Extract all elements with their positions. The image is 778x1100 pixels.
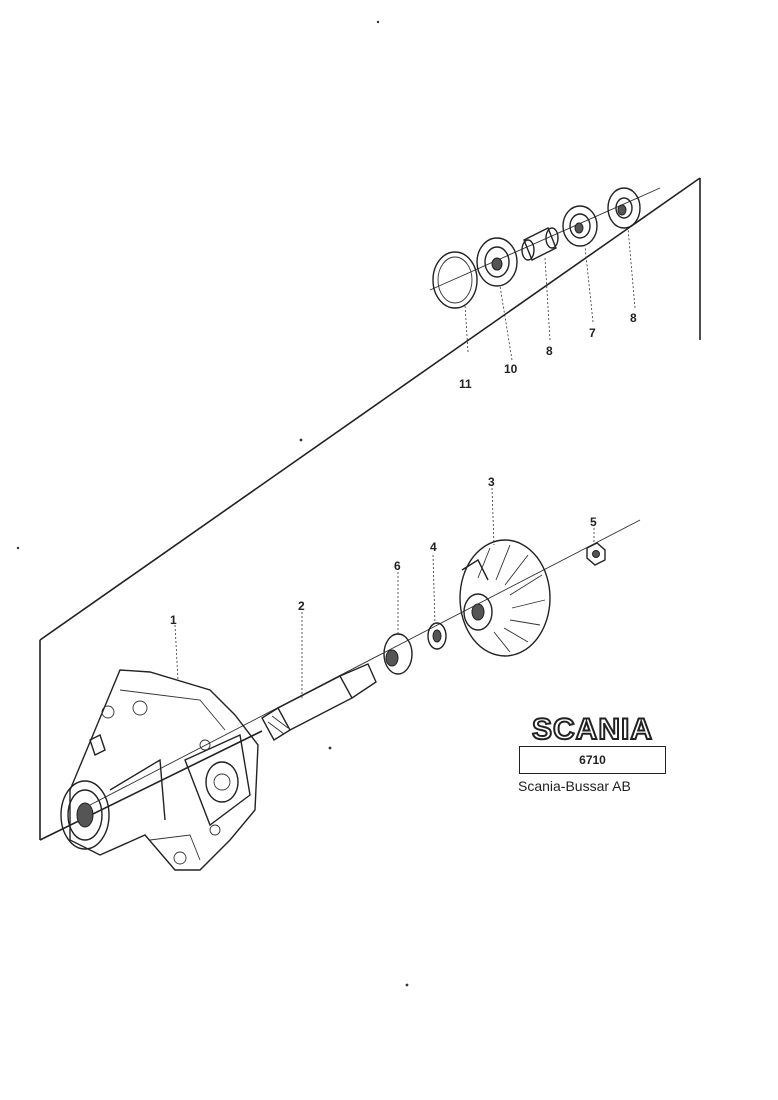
outer-bearing: [476, 237, 518, 287]
impeller: [459, 539, 551, 657]
leader-lines: [174, 227, 636, 700]
speck: [405, 983, 409, 987]
callout-5: 5: [590, 515, 597, 529]
assembly-frame: [39, 177, 701, 841]
pump-shaft: [261, 663, 377, 741]
callout-11: 11: [459, 377, 472, 391]
spacer-sleeve: [521, 227, 559, 261]
assembly-axis: [89, 519, 641, 806]
company-name: Scania-Bussar AB: [518, 778, 631, 794]
speck: [299, 438, 303, 442]
circlip: [432, 251, 478, 309]
callout-2: 2: [298, 599, 305, 613]
callout-10: 10: [504, 362, 518, 376]
callout-6: 6: [394, 559, 401, 573]
shaft-seal: [383, 633, 413, 675]
callout-8: 8: [546, 344, 553, 358]
upper-axis: [429, 187, 661, 291]
speck: [328, 746, 332, 750]
drawing-code: 6710: [519, 746, 666, 774]
callout-3: 3: [488, 475, 495, 489]
callout-7: 7: [589, 326, 596, 340]
speck: [376, 20, 380, 24]
speck: [16, 546, 20, 550]
logo-wordmark: SCANIA: [531, 713, 653, 746]
callout-4: 4: [430, 540, 437, 554]
callout-9: 8: [630, 311, 637, 325]
callout-1: 1: [170, 613, 177, 627]
washer: [427, 622, 447, 650]
scania-logo: SCANIA: [519, 713, 666, 780]
impeller-nut: [586, 542, 606, 566]
inner-bearing: [562, 205, 598, 247]
hub-flange: [607, 187, 641, 229]
pump-housing: [60, 669, 259, 871]
